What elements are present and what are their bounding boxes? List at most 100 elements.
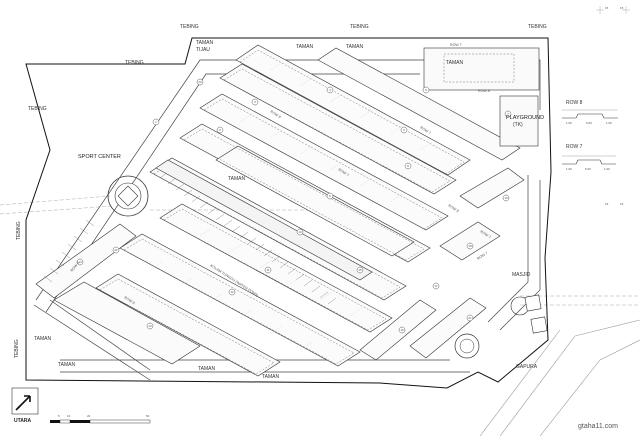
svg-text:14: 14 — [78, 260, 82, 264]
sport-center-label: SPORT CENTER — [78, 154, 121, 160]
setback-lines — [99, 49, 465, 375]
lot-marker: 18 — [466, 242, 474, 250]
tebing-label-left-mid: TEBING — [16, 221, 22, 240]
svg-text:19: 19 — [504, 196, 508, 200]
watermark: gtaha11.com — [578, 423, 618, 430]
playground-sub-label: (TK) — [513, 122, 523, 128]
playground-block — [423, 47, 540, 147]
road-section-row8: ROW 8 1.00 6.00 1.00 — [562, 100, 618, 125]
road-label: ROW 7 — [337, 167, 349, 177]
taman-label: TAMAN — [196, 40, 214, 46]
scale-bar — [50, 419, 151, 424]
scale-tick-label: 50 — [146, 414, 150, 418]
road-label: ROW 7 — [479, 229, 491, 239]
lot-marker: 2 — [216, 126, 224, 134]
svg-text:12: 12 — [230, 290, 234, 294]
corner-mark-label: 15 — [620, 6, 624, 10]
masjid-label: MASJID — [512, 272, 531, 278]
section-title: ROW 8 — [566, 100, 583, 106]
svg-text:18: 18 — [468, 244, 472, 248]
hatched-strips — [43, 171, 337, 305]
lot-block — [119, 233, 361, 367]
lot-block — [359, 299, 437, 361]
lot-marker: 14 — [76, 258, 84, 266]
lot-marker: 9 — [326, 192, 334, 200]
section-dim: 6.00 — [586, 121, 592, 125]
north-label: UTARA — [14, 418, 32, 424]
lot-block — [215, 145, 415, 257]
taman-sub-label: TIJAU — [196, 47, 210, 53]
lot-marker: 1 — [152, 118, 160, 126]
tebing-label-top-1: TEBING — [180, 24, 199, 30]
external-diagonal-road — [479, 319, 640, 436]
scale-tick-label: 10 — [67, 414, 71, 418]
svg-text:2: 2 — [219, 128, 221, 132]
lot-marker: 11 — [264, 266, 272, 274]
road-section-row7: ROW 7 1.00 5.00 1.00 — [562, 144, 616, 171]
lot-block — [159, 203, 393, 333]
lot-block — [317, 47, 521, 161]
section-dim: 1.00 — [566, 167, 572, 171]
lot-marker: 4 — [326, 86, 334, 94]
roundabout-gate — [454, 333, 480, 359]
lot-marker: 6 — [422, 86, 430, 94]
road-label: ROW 7 — [476, 251, 488, 261]
lot-block — [35, 223, 137, 299]
corner-marks — [596, 6, 630, 14]
tebing-label-top-2: TEBING — [350, 24, 369, 30]
svg-text:17: 17 — [434, 284, 438, 288]
tebing-label-top-left: TEBING — [125, 60, 144, 66]
tebing-label-left-upper: TEBING — [28, 106, 47, 112]
road-label: ROW 8 — [123, 295, 135, 305]
lot-marker: 21 — [466, 314, 474, 322]
lot-block — [219, 63, 457, 195]
svg-text:3: 3 — [254, 100, 256, 104]
svg-text:13: 13 — [148, 324, 152, 328]
road-label: ROW 7 — [450, 43, 462, 47]
lot-marker: 20 — [196, 78, 204, 86]
tebing-label-left-bottom: TEBING — [14, 339, 20, 358]
road-label: ROW 8 — [447, 203, 459, 213]
svg-text:8: 8 — [407, 164, 409, 168]
svg-text:5: 5 — [403, 128, 405, 132]
lot-block — [95, 273, 281, 377]
playground-label: PLAYGROUND — [506, 115, 544, 121]
road-label: ROW 8 — [269, 109, 281, 119]
tebing-label-top-3: TEBING — [528, 24, 547, 30]
site-boundary — [25, 37, 552, 389]
taman-label: TAMAN — [228, 176, 246, 182]
lot-marker: 8 — [404, 162, 412, 170]
taman-label: TAMAN — [58, 362, 76, 368]
roundabout-masjid — [510, 294, 548, 334]
corner-mark-label: 15 — [605, 202, 609, 206]
svg-text:9: 9 — [329, 194, 331, 198]
section-title: ROW 7 — [566, 144, 583, 150]
taman-label: TAMAN — [296, 44, 314, 50]
water-pond — [155, 159, 373, 281]
lot-marker: 15 — [356, 266, 364, 274]
corner-mark-label: 15 — [605, 6, 609, 10]
lot-block — [53, 281, 201, 365]
corner-mark-label: 15 — [620, 202, 624, 206]
lot-marker: 12 — [228, 288, 236, 296]
svg-text:16: 16 — [400, 328, 404, 332]
lot-marker: 10 — [296, 228, 304, 236]
roundabout-sport-center — [107, 175, 149, 217]
road-label: ROW 7 — [419, 125, 431, 135]
gapura-label: GAPURA — [516, 364, 538, 370]
taman-label: TAMAN — [198, 366, 216, 372]
road-label: ROW 8 — [478, 89, 490, 93]
taman-label: TAMAN — [34, 336, 52, 342]
lot-marker: 7 — [504, 110, 512, 118]
north-arrow — [11, 387, 39, 415]
svg-text:10: 10 — [298, 230, 302, 234]
lot-block — [235, 44, 471, 176]
lot-block — [409, 297, 487, 359]
section-dim: 1.00 — [566, 121, 572, 125]
scale-tick-label: 5 — [58, 414, 60, 418]
scale-tick-label: 20 — [87, 414, 91, 418]
section-dim: 1.00 — [604, 167, 610, 171]
svg-text:22: 22 — [114, 248, 118, 252]
lot-marker: 16 — [398, 326, 406, 334]
